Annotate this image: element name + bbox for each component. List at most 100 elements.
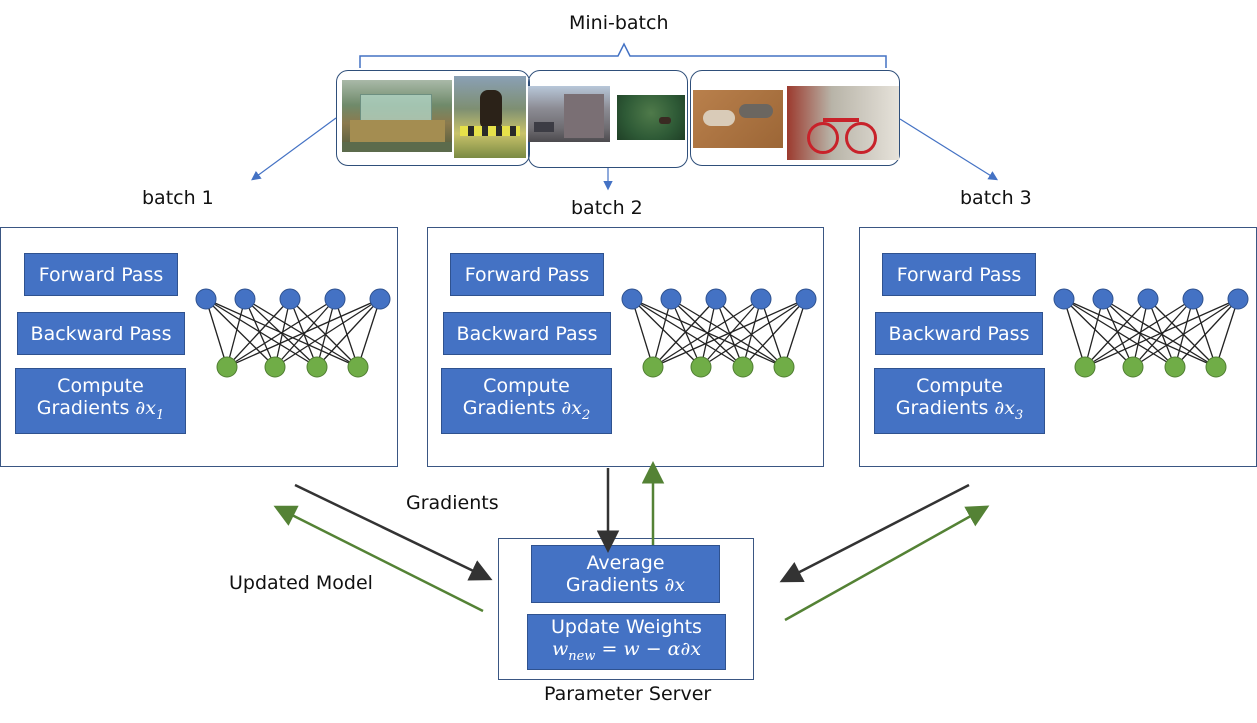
nn-edge <box>1084 298 1104 368</box>
nn-input-node <box>1092 288 1114 310</box>
gradient-arrow-1 <box>294 483 493 581</box>
nn-edge <box>760 298 785 368</box>
batch-3-label: batch 3 <box>960 187 1032 209</box>
nn-edge <box>1102 298 1217 368</box>
backward-pass-box-1: Backward Pass <box>17 312 185 355</box>
nn-input-node <box>795 288 817 310</box>
model-arrow-1 <box>273 505 484 613</box>
nn-output-node <box>1164 356 1186 378</box>
compute-math-2: ∂x2 <box>561 397 591 423</box>
update-line1: Update Weights <box>551 616 702 639</box>
neural-network-2 <box>621 288 817 378</box>
nn-edge <box>1215 298 1239 368</box>
nn-output-node <box>732 356 754 378</box>
nn-input-node <box>1182 288 1204 310</box>
nn-edge <box>226 298 246 368</box>
backward-pass-text-1: Backward Pass <box>30 322 172 345</box>
nn-edge <box>1063 298 1086 368</box>
nn-edge <box>1084 298 1149 368</box>
nn-input-node <box>195 288 217 310</box>
photo-horse-rider <box>454 76 526 158</box>
nn-edge <box>289 298 359 368</box>
nn-edge <box>715 298 785 368</box>
backward-pass-box-3: Backward Pass <box>875 312 1043 355</box>
nn-output-node <box>264 356 286 378</box>
forward-pass-text-2: Forward Pass <box>464 263 590 286</box>
compute-line1-2: Compute <box>483 375 570 398</box>
average-math: ∂x <box>664 574 686 596</box>
update-formula: wnew = w − α∂x <box>551 638 702 664</box>
nn-edge <box>316 298 381 368</box>
nn-edge <box>205 298 276 368</box>
compute-line2-3: Gradients ∂x3 <box>895 397 1024 423</box>
backward-pass-box-2: Backward Pass <box>443 312 611 355</box>
nn-input-node <box>660 288 682 310</box>
nn-edge <box>226 298 291 368</box>
updated-model-label: Updated Model <box>229 572 373 594</box>
gradient-arrow-3 <box>779 483 970 583</box>
forward-pass-box-1: Forward Pass <box>24 253 178 296</box>
nn-edge <box>205 298 318 368</box>
compute-gradients-box-3: Compute Gradients ∂x3 <box>874 368 1045 434</box>
compute-math-1: ∂x1 <box>135 397 165 423</box>
nn-input-node <box>621 288 643 310</box>
nn-edge <box>1063 298 1176 368</box>
backward-pass-text-3: Backward Pass <box>888 322 1030 345</box>
batch-1-label: batch 1 <box>142 187 214 209</box>
update-weights-box: Update Weights wnew = w − α∂x <box>527 614 726 670</box>
nn-output-node <box>642 356 664 378</box>
compute-gradients-box-2: Compute Gradients ∂x2 <box>441 368 612 434</box>
forward-pass-text-3: Forward Pass <box>896 263 1022 286</box>
nn-input-node <box>750 288 772 310</box>
forward-pass-text-1: Forward Pass <box>38 263 164 286</box>
nn-edge <box>1147 298 1217 368</box>
nn-edge <box>244 298 276 368</box>
forward-pass-box-2: Forward Pass <box>450 253 604 296</box>
nn-edge <box>274 298 381 368</box>
nn-edge <box>652 298 762 368</box>
minibatch-brace <box>359 42 887 68</box>
photo-red-bicycle <box>787 86 899 160</box>
nn-edge <box>670 298 702 368</box>
compute-line2-1: Gradients ∂x1 <box>36 397 165 423</box>
average-line1: Average <box>586 552 665 574</box>
nn-edge <box>316 298 336 368</box>
compute-line1-3: Compute <box>916 375 1003 398</box>
nn-edge <box>274 298 291 368</box>
nn-edge <box>631 298 654 368</box>
nn-edge <box>226 298 381 368</box>
nn-edge <box>1102 298 1134 368</box>
forward-pass-box-3: Forward Pass <box>882 253 1036 296</box>
neural-network-3 <box>1053 288 1249 378</box>
nn-input-node <box>1053 288 1075 310</box>
average-gradients-box: Average Gradients ∂x <box>531 545 720 603</box>
nn-input-node <box>369 288 391 310</box>
nn-edge <box>1084 298 1194 368</box>
nn-edge <box>205 298 228 368</box>
nn-edge <box>652 298 672 368</box>
nn-output-node <box>773 356 795 378</box>
backward-pass-text-2: Backward Pass <box>456 322 598 345</box>
photo-glass-house <box>342 80 452 152</box>
model-arrow-3 <box>784 505 990 622</box>
nn-output-node <box>1074 356 1096 378</box>
nn-output-node <box>1205 356 1227 378</box>
minibatch-label: Mini-batch <box>569 12 669 34</box>
nn-edge <box>334 298 359 368</box>
compute-gradients-box-1: Compute Gradients ∂x1 <box>15 368 186 434</box>
nn-edge <box>631 298 744 368</box>
nn-output-node <box>347 356 369 378</box>
nn-edge <box>700 298 717 368</box>
gradients-label: Gradients <box>406 492 499 514</box>
photo-cats <box>693 90 783 148</box>
nn-edge <box>357 298 381 368</box>
nn-edge <box>1174 298 1194 368</box>
nn-edge <box>1132 298 1149 368</box>
neural-network-1 <box>195 288 391 378</box>
nn-edge <box>742 298 807 368</box>
nn-edge <box>652 298 717 368</box>
pointer-arrow-batch-3 <box>899 118 999 181</box>
nn-input-node <box>279 288 301 310</box>
average-line2: Gradients ∂x <box>565 574 686 596</box>
